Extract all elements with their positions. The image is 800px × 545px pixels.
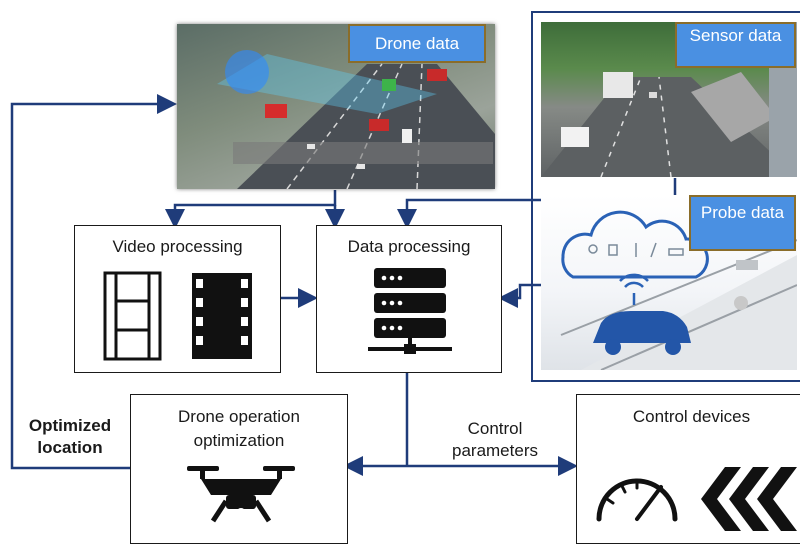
probe-car-icon [593,311,691,355]
optimized-label-line2: location [37,438,103,457]
signal-icon [619,273,649,305]
probe-data-label: Probe data [700,203,785,222]
control-devices-box: Control devices [576,394,800,544]
drone-icon [187,466,295,523]
data-processing-title: Data processing [347,237,471,256]
optimized-location-arrow [10,94,177,470]
server-icon [368,268,452,354]
drone-data-image [177,24,495,189]
film-strip-outline-icon [103,271,162,361]
optimized-location-label: Optimized location [16,415,124,459]
control-label-line1: Control [467,419,523,438]
control-devices-title: Control devices [632,407,751,426]
drone-to-video-arrow [165,190,337,229]
sensor-data-tag: Sensor data [675,22,796,68]
video-processing-box: Video processing [74,225,281,373]
drone-optimization-title-2: optimization [193,431,285,450]
optimized-label-line1: Optimized [28,416,112,435]
chevron-left-icon [701,467,797,531]
drone-optimization-title-1: Drone operation [178,407,300,426]
probe-data-image [541,195,797,370]
speedometer-icon [596,478,678,522]
control-parameters-label: Control parameters [430,418,560,462]
film-strip-solid-icon [192,273,252,359]
video-processing-title: Video processing [112,237,243,256]
drone-optimization-box: Drone operation optimization [130,394,348,544]
cloud-icon [561,210,709,279]
data-processing-box: Data processing [316,225,502,373]
sensor-data-label: Sensor data [689,26,782,45]
control-label-line2: parameters [452,441,538,460]
drone-data-tag: Drone data [348,24,486,63]
drone-data-label: Drone data [374,34,460,53]
drone-glow [225,50,269,94]
probe-data-tag: Probe data [689,195,796,251]
roadside-input-panel [531,11,800,382]
